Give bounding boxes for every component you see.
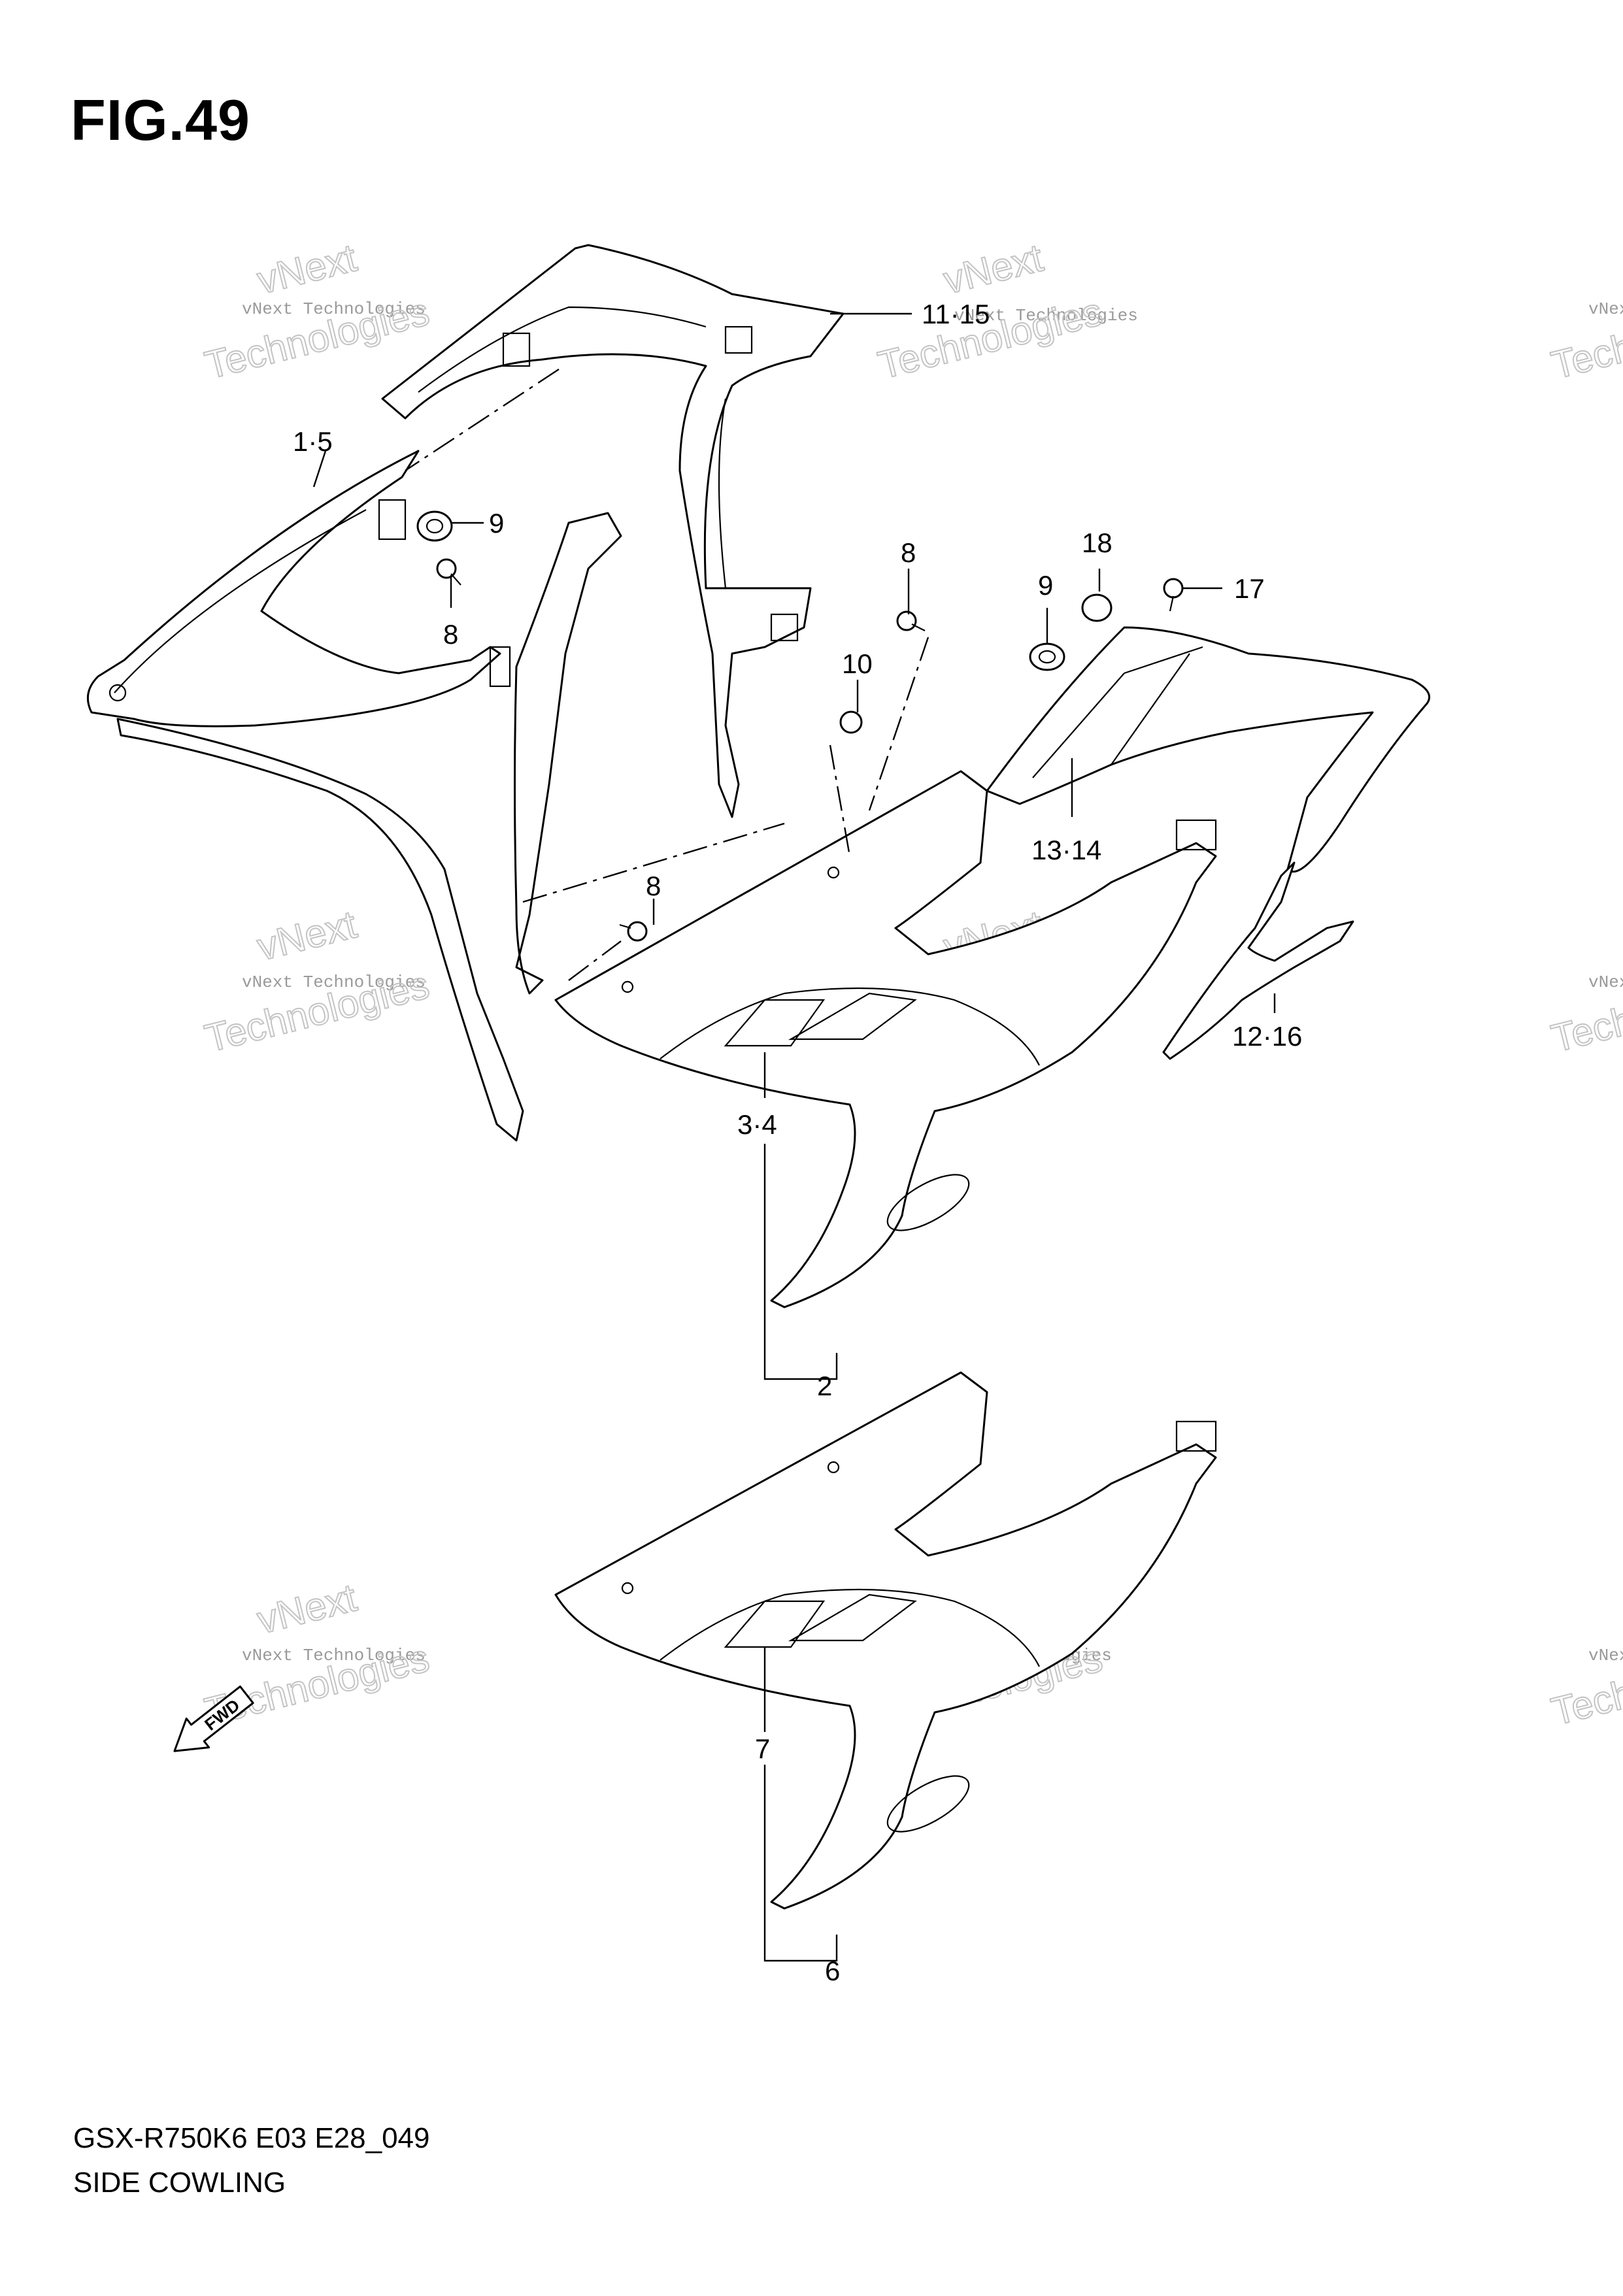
svg-text:vNext Technologies: vNext Technologies: [1588, 973, 1623, 992]
callout-11-15: 11·15: [922, 299, 990, 329]
svg-text:vNext Technologies: vNext Technologies: [242, 1646, 426, 1665]
callouts: 11·15 1·5 9 8 8 18 9 17 10 13·14 8 12·16…: [293, 299, 1302, 1986]
callout-17: 17: [1234, 573, 1265, 604]
callout-9: 9: [1038, 570, 1053, 601]
callout-8: 8: [901, 537, 916, 568]
svg-text:vNext Technologies: vNext Technologies: [242, 973, 426, 992]
svg-text:vNext: vNext: [253, 902, 361, 969]
watermark: vNext Technologies Technologies vNext Te…: [1547, 289, 1623, 1735]
watermark: vNext vNext Technologies Technologies: [200, 235, 434, 388]
side-strip-part-12-16: [1162, 861, 1354, 1060]
callout-18: 18: [1082, 527, 1113, 558]
svg-text:vNext Technologies: vNext Technologies: [954, 306, 1138, 325]
watermark: vNext vNext Technologies Technologies: [873, 235, 1138, 388]
callout-8: 8: [646, 871, 661, 901]
svg-text:vNext: vNext: [253, 235, 361, 302]
svg-text:vNext Technologies: vNext Technologies: [1588, 1646, 1623, 1665]
grommet-9: [416, 510, 453, 542]
callout-1-5: 1·5: [293, 426, 333, 457]
screw-8: [896, 610, 926, 631]
svg-text:vNext: vNext: [939, 235, 1047, 302]
svg-text:vNext Technologies: vNext Technologies: [1588, 299, 1623, 319]
model-code: GSX-R750K6 E03 E28_049: [73, 2122, 430, 2154]
upper-panel-part-11-15: [381, 244, 845, 818]
callout-8: 8: [443, 619, 458, 650]
side-cowling-part-2: [554, 770, 1217, 1308]
leader-lines: [312, 312, 1276, 1962]
callout-3-4: 3·4: [737, 1109, 777, 1140]
svg-text:Technologies: Technologies: [874, 290, 1107, 388]
callout-10: 10: [842, 648, 873, 679]
callout-7: 7: [755, 1733, 770, 1764]
figure-title: FIG.49: [71, 88, 250, 152]
callout-13-14: 13·14: [1031, 835, 1101, 865]
svg-text:vNext Technologies: vNext Technologies: [242, 299, 426, 319]
lower-cowling-part-6: [554, 1371, 1217, 1910]
watermark: vNext vNext Technologies Technologies: [200, 901, 434, 1061]
screw-8: [436, 558, 461, 586]
fwd-arrow-icon: FWD: [173, 1685, 254, 1752]
screw-10: [839, 710, 863, 734]
nut-18: [1081, 593, 1113, 622]
upper-cover-part-13-14: [986, 626, 1431, 873]
screw-17: [1163, 578, 1184, 612]
svg-text:vNext: vNext: [253, 1575, 361, 1642]
screw-8: [619, 921, 648, 942]
inner-panel-part-1-5: [86, 450, 622, 1142]
diagram-name: SIDE COWLING: [73, 2167, 286, 2199]
callout-12-16: 12·16: [1232, 1021, 1302, 1052]
callout-6: 6: [825, 1955, 840, 1986]
callout-2: 2: [817, 1371, 832, 1401]
fasteners: [416, 510, 1184, 942]
grommet-9: [1029, 642, 1065, 671]
callout-9: 9: [489, 508, 504, 539]
